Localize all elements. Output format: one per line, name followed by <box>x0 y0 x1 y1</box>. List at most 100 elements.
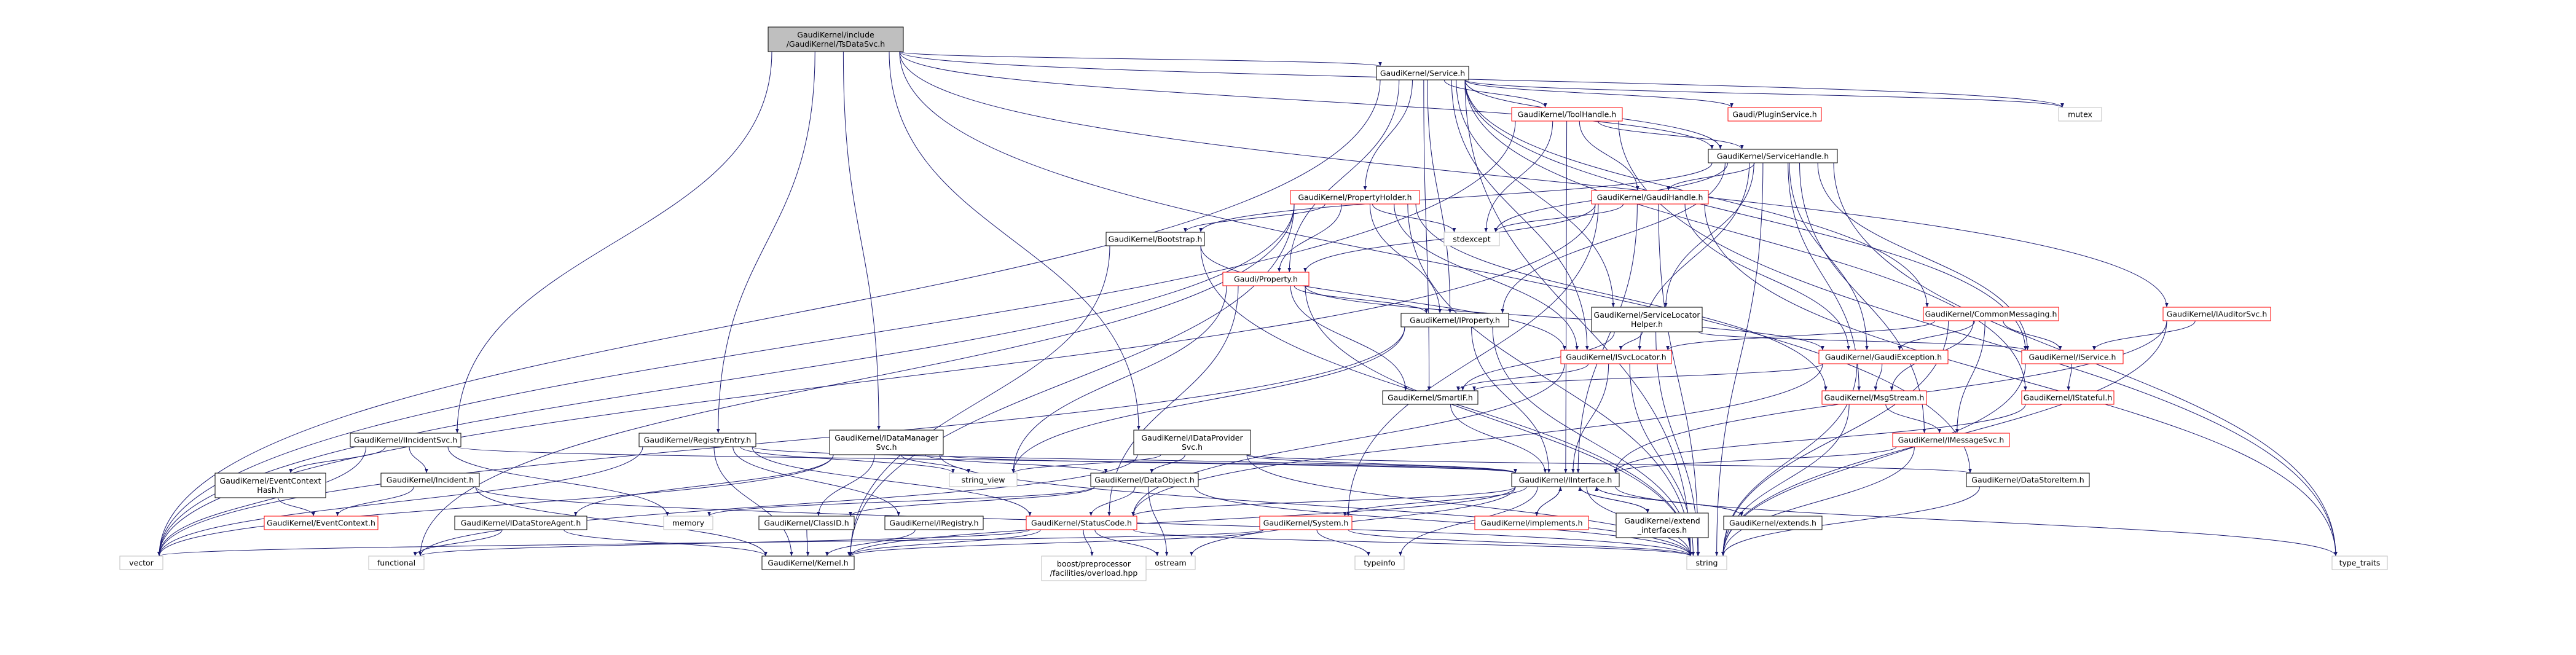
include-edge-isvclocator-to-iinterface <box>1571 363 1609 474</box>
include-edge-root-to-registryentry <box>716 51 815 434</box>
include-edge-commonmessaging-to-gaudiexception <box>1898 320 1976 351</box>
node-gaudihandle[interactable]: GaudiKernel/GaudiHandle.h <box>1591 190 1709 205</box>
node-bootstrap[interactable]: GaudiKernel/Bootstrap.h <box>1105 232 1205 246</box>
include-edge-propertyholder-to-vector <box>157 203 1295 557</box>
node-imessagesvc[interactable]: GaudiKernel/IMessageSvc.h <box>1892 433 2010 447</box>
node-label: GaudiKernel/SmartIF.h <box>1388 393 1473 402</box>
include-edge-registryentry-to-statuscode <box>752 446 1032 517</box>
node-implements[interactable]: GaudiKernel/implements.h <box>1474 516 1589 530</box>
node-isvclocator[interactable]: GaudiKernel/ISvcLocator.h <box>1560 350 1672 364</box>
node-label: GaudiKernel/GaudiHandle.h <box>1597 193 1703 202</box>
node-gaudiproperty[interactable]: Gaudi/Property.h <box>1222 272 1310 286</box>
node-iinterface[interactable]: GaudiKernel/IInterface.h <box>1511 473 1620 487</box>
node-auditorsvc[interactable]: GaudiKernel/IAuditorSvc.h <box>2162 307 2271 321</box>
node-propertyholder[interactable]: GaudiKernel/PropertyHolder.h <box>1290 190 1420 205</box>
node-label: GaudiKernel/IStateful.h <box>2024 393 2113 402</box>
include-edge-toolhandle-to-servicehandle <box>1597 120 1744 150</box>
include-edge-servicehandle-to-servicelocatorhelper <box>1663 162 1754 308</box>
include-edge-gaudiexception-to-smartif <box>1472 363 1823 391</box>
node-root[interactable]: GaudiKernel/include/GaudiKernel/TsDataSv… <box>768 26 904 52</box>
node-box <box>1474 516 1589 530</box>
node-label: mutex <box>2068 110 2092 119</box>
include-edge-servicelocatorhelper-to-iservice <box>1698 331 2027 351</box>
include-edge-iincidentsvc-to-memory <box>447 446 669 517</box>
include-edge-smartif-to-iinterface <box>1450 404 1547 474</box>
node-classid[interactable]: GaudiKernel/ClassID.h <box>758 516 855 530</box>
node-box <box>1892 433 2010 447</box>
node-label: Svc.h <box>876 442 897 452</box>
node-service[interactable]: GaudiKernel/Service.h <box>1376 66 1469 80</box>
include-edge-dataobject-to-classid <box>849 486 1095 517</box>
node-iservice[interactable]: GaudiKernel/IService.h <box>2021 350 2124 364</box>
node-vector: vector <box>119 555 163 570</box>
node-label: GaudiKernel/IRegistry.h <box>889 519 978 528</box>
include-edge-iincidentsvc-to-incident <box>409 446 428 474</box>
node-box <box>1259 516 1353 530</box>
node-kernel[interactable]: GaudiKernel/Kernel.h <box>761 555 855 570</box>
node-iregistry[interactable]: GaudiKernel/IRegistry.h <box>884 516 984 530</box>
node-servicehandle[interactable]: GaudiKernel/ServiceHandle.h <box>1708 149 1838 163</box>
node-pluginservice[interactable]: Gaudi/PluginService.h <box>1727 107 1822 122</box>
node-gaudiexception[interactable]: GaudiKernel/GaudiException.h <box>1818 350 1949 364</box>
node-msgstream[interactable]: GaudiKernel/MsgStream.h <box>1821 390 1927 405</box>
node-box <box>638 433 756 447</box>
include-edge-registryentry-to-iregistry <box>732 446 901 517</box>
include-edge-statuscode-to-boost_overload <box>1083 529 1094 557</box>
include-edge-idatastoreagent-to-kernel <box>564 529 768 557</box>
node-eventcontext[interactable]: GaudiKernel/EventContext.h <box>264 516 379 530</box>
include-edge-service-to-servicelocatorhelper <box>1456 79 1616 308</box>
include-edge-statuscode-to-kernel <box>847 529 1041 557</box>
include-edge-root-to-servicehandle <box>899 51 1714 150</box>
node-incident[interactable]: GaudiKernel/Incident.h <box>380 473 480 487</box>
include-edge-propertyholder-to-string <box>1407 203 1692 557</box>
include-edge-system-to-vector <box>157 529 1264 557</box>
include-edge-idatamanagersvc-to-string_view <box>900 454 971 474</box>
node-registryentry[interactable]: GaudiKernel/RegistryEntry.h <box>638 433 756 447</box>
node-extends[interactable]: GaudiKernel/extends.h <box>1723 516 1823 530</box>
include-edge-iinterface-to-system <box>1343 486 1527 517</box>
node-label: GaudiKernel/Kernel.h <box>768 559 848 568</box>
node-box <box>1041 555 1147 581</box>
node-iproperty[interactable]: GaudiKernel/IProperty.h <box>1400 313 1509 328</box>
node-box <box>1090 473 1199 487</box>
node-box <box>350 433 461 447</box>
include-edge-servicehandle-to-gaudihandle <box>1667 162 1755 191</box>
node-label: _interfaces.h <box>1637 525 1687 535</box>
node-dataobject[interactable]: GaudiKernel/DataObject.h <box>1090 473 1199 487</box>
include-edge-iinterface-to-statuscode <box>1131 486 1516 517</box>
node-statuscode[interactable]: GaudiKernel/StatusCode.h <box>1026 516 1137 530</box>
node-iincidentsvc[interactable]: GaudiKernel/IIncidentSvc.h <box>350 433 461 447</box>
include-edge-bootstrap-to-kernel <box>849 245 1110 557</box>
node-extend_interfaces[interactable]: GaudiKernel/extend_interfaces.h <box>1616 512 1709 538</box>
include-edge-root-to-iincidentsvc <box>455 51 772 434</box>
node-commonmessaging[interactable]: GaudiKernel/CommonMessaging.h <box>1923 307 2059 321</box>
node-label: GaudiKernel/IService.h <box>2029 353 2116 362</box>
include-edge-idataprovidersvc-to-dataobject <box>1150 454 1185 474</box>
node-label: GaudiKernel/DataStoreItem.h <box>1971 476 2084 485</box>
include-edge-propertyholder-to-kernel <box>849 203 1295 557</box>
include-edge-registryentry-to-kernel <box>713 446 793 557</box>
node-box <box>1560 350 1672 364</box>
include-edge-gaudiproperty-to-gaudiexception <box>1305 285 1824 351</box>
include-edge-implements-to-iinterface <box>1536 486 1563 517</box>
node-box <box>1354 555 1405 570</box>
node-label: Gaudi/Property.h <box>1234 275 1298 284</box>
include-edge-dataobject-to-memory <box>707 486 1095 517</box>
include-edge-registryentry-to-string_view <box>740 446 955 474</box>
node-string: string <box>1686 555 1727 570</box>
node-istateful[interactable]: GaudiKernel/IStateful.h <box>2021 390 2115 405</box>
include-edge-propertyholder-to-gaudiproperty <box>1277 203 1342 273</box>
node-datastoreitem[interactable]: GaudiKernel/DataStoreItem.h <box>1966 473 2090 487</box>
node-toolhandle[interactable]: GaudiKernel/ToolHandle.h <box>1511 107 1623 122</box>
node-smartif[interactable]: GaudiKernel/SmartIF.h <box>1382 390 1478 405</box>
include-edge-gaudiproperty-to-string_view <box>1011 285 1227 474</box>
node-label: Helper.h <box>1631 320 1663 329</box>
node-system[interactable]: GaudiKernel/System.h <box>1259 516 1353 530</box>
node-label: GaudiKernel/implements.h <box>1480 519 1582 528</box>
include-edge-service-to-smartif <box>1423 79 1431 391</box>
node-idatastoreagent[interactable]: GaudiKernel/IDataStoreAgent.h <box>454 516 587 530</box>
